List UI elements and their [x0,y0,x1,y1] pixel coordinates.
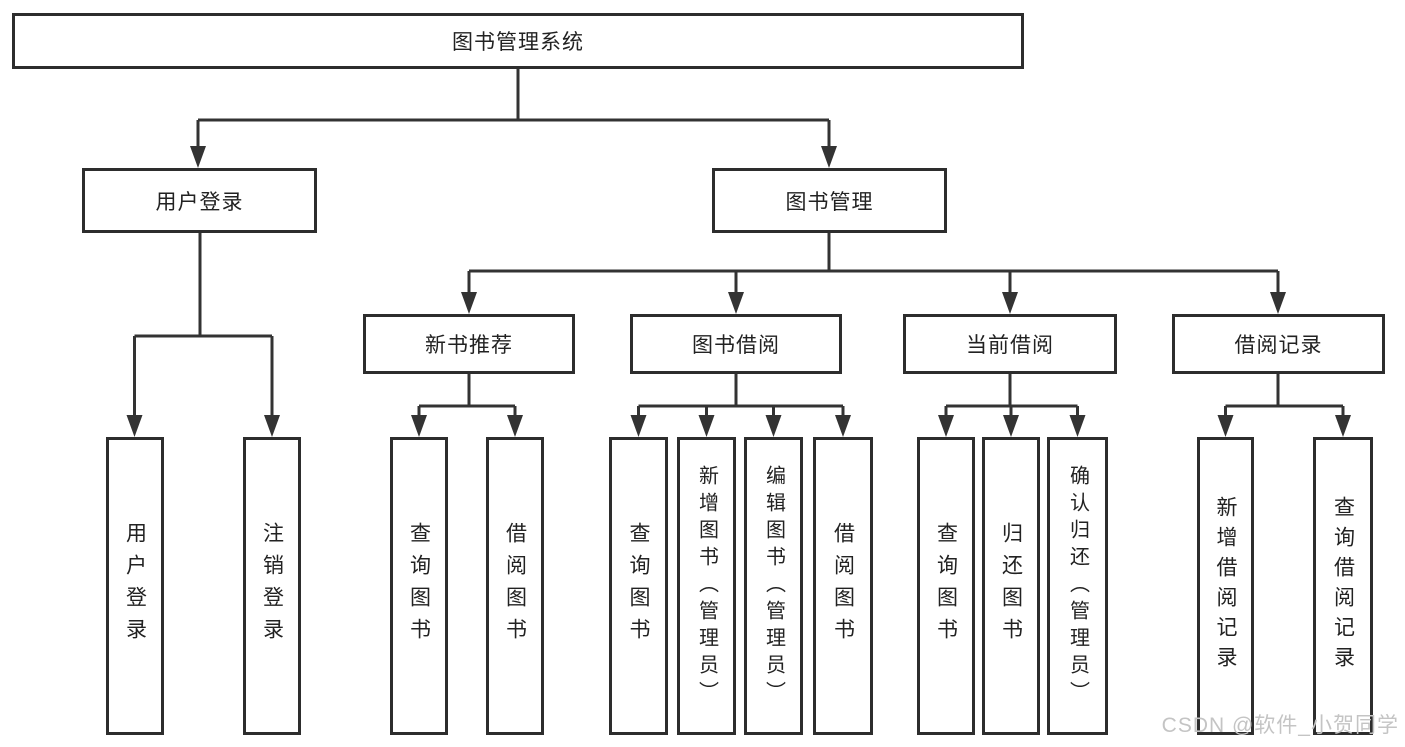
leaf-logout: 注销登录 [243,437,301,735]
leaf-nbr-query-books: 查询图书 [390,437,448,735]
leaf-bb-borrow-books: 借阅图书 [813,437,873,735]
leaf-br-add-record-label: 新增借阅记录 [1214,496,1237,676]
leaf-bb-add-books-admin-label: 新增图书（管理员） [695,464,718,708]
leaf-cb-return-books-label: 归还图书 [999,522,1023,650]
leaf-bb-query-books: 查询图书 [609,437,668,735]
leaf-bb-borrow-books-label: 借阅图书 [831,522,855,650]
node-book-borrowing: 图书借阅 [630,314,842,374]
node-book-management: 图书管理 [712,168,947,233]
leaf-cb-query-books-label: 查询图书 [934,522,958,650]
leaf-cb-return-books: 归还图书 [982,437,1040,735]
node-new-book-recommend-label: 新书推荐 [425,334,513,357]
node-borrow-records-label: 借阅记录 [1234,334,1323,357]
leaf-bb-query-books-label: 查询图书 [627,522,650,650]
node-book-borrowing-label: 图书借阅 [692,334,780,357]
node-borrow-records: 借阅记录 [1172,314,1385,374]
leaf-logout-label: 注销登录 [260,522,284,650]
csdn-watermark: CSDN @软件_小贺同学 [1161,714,1399,737]
leaf-br-query-record: 查询借阅记录 [1313,437,1373,735]
node-root: 图书管理系统 [12,13,1024,69]
leaf-bb-add-books-admin: 新增图书（管理员） [677,437,736,735]
node-root-label: 图书管理系统 [452,31,584,54]
node-current-borrowing-label: 当前借阅 [966,334,1054,357]
leaf-cb-query-books: 查询图书 [917,437,975,735]
leaf-user-login: 用户登录 [106,437,164,735]
node-user-login: 用户登录 [82,168,317,233]
node-book-management-label: 图书管理 [785,190,874,214]
leaf-bb-edit-books-admin: 编辑图书（管理员） [744,437,803,735]
node-new-book-recommend: 新书推荐 [363,314,575,374]
leaf-nbr-borrow-books: 借阅图书 [486,437,544,735]
leaf-cb-confirm-return-admin-label: 确认归还（管理员） [1066,464,1089,708]
leaf-cb-confirm-return-admin: 确认归还（管理员） [1047,437,1108,735]
node-current-borrowing: 当前借阅 [903,314,1117,374]
leaf-br-query-record-label: 查询借阅记录 [1331,496,1355,676]
leaf-nbr-borrow-books-label: 借阅图书 [503,522,527,650]
node-user-login-label: 用户登录 [155,190,244,214]
leaf-bb-edit-books-admin-label: 编辑图书（管理员） [762,464,785,708]
tree-edges [133,69,1345,419]
leaf-nbr-query-books-label: 查询图书 [407,522,431,650]
leaf-br-add-record: 新增借阅记录 [1197,437,1254,735]
leaf-user-login-label: 用户登录 [123,522,147,650]
